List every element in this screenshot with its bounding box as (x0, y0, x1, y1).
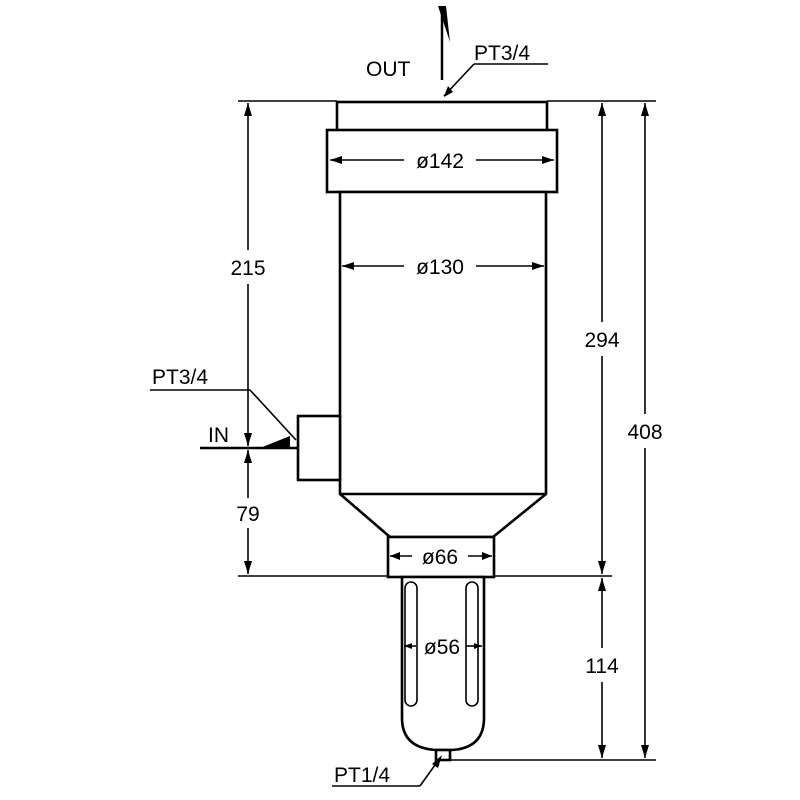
bowl-outline (400, 575, 486, 752)
inlet-to-bowl-label: 79 (236, 503, 259, 526)
bowl-diameter-label: ø56 (424, 636, 460, 659)
dim-bowl-diameter: ø56 (404, 636, 482, 659)
inlet-label: IN (208, 424, 229, 447)
sight-window-left (404, 581, 418, 707)
dim-inlet-to-bowl: 79 (236, 450, 260, 574)
dim-top-to-inlet: 215 (230, 103, 266, 446)
top-to-inlet-label: 215 (230, 257, 265, 280)
collar-ring (325, 128, 559, 194)
outlet-thread-label: PT3/4 (474, 42, 530, 65)
outlet-label: OUT (366, 58, 411, 81)
inlet-port: IN PT3/4 (150, 366, 298, 450)
dim-overall-height: 408 (627, 103, 663, 758)
body-height-label: 294 (584, 329, 619, 352)
extension-lines (238, 100, 656, 761)
dim-bowl-height: 114 (585, 578, 619, 758)
drain-thread-label: PT1/4 (334, 764, 390, 787)
bowl-height-label: 114 (585, 655, 619, 678)
neck-diameter-label: ø66 (422, 546, 458, 569)
inlet-thread-label: PT3/4 (152, 366, 208, 389)
outlet-port: OUT PT3/4 (366, 6, 548, 97)
dim-body-height: 294 (584, 103, 620, 574)
dim-cap-diameter: ø142 (330, 150, 554, 173)
filter-bowl (400, 575, 486, 762)
dim-body-diameter: ø130 (342, 256, 544, 279)
main-cylinder (338, 190, 548, 539)
body-diameter-label: ø130 (416, 256, 464, 279)
inlet-boss (296, 414, 342, 482)
filter-body (296, 100, 559, 579)
drain-fitting (434, 748, 452, 762)
overall-height-label: 408 (627, 421, 662, 444)
sight-window-right (465, 581, 479, 707)
neck-ring (386, 535, 496, 579)
top-cap (335, 100, 549, 134)
cap-diameter-label: ø142 (416, 150, 464, 173)
dim-neck-diameter: ø66 (390, 546, 492, 569)
drain-port: PT1/4 (332, 755, 442, 787)
